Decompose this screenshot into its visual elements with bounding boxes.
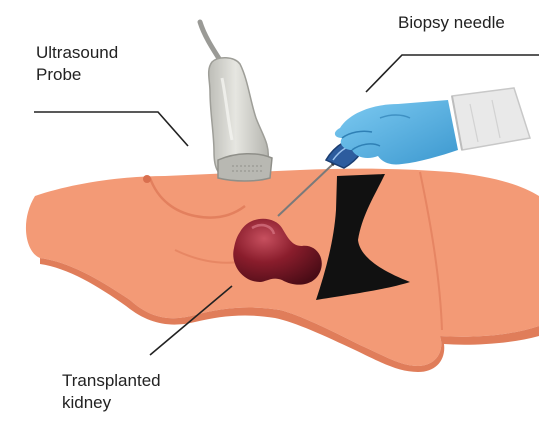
probe-label-line2: Probe bbox=[36, 64, 118, 86]
biopsy-needle-label: Biopsy needle bbox=[398, 12, 505, 34]
kidney-label-line2: kidney bbox=[62, 392, 161, 414]
transplanted-kidney-label: Transplanted kidney bbox=[62, 370, 161, 414]
ultrasound-probe-icon bbox=[200, 22, 272, 181]
ultrasound-probe-label: Ultrasound Probe bbox=[36, 42, 118, 86]
kidney-label-line1: Transplanted bbox=[62, 370, 161, 392]
gloved-hand-icon bbox=[335, 88, 530, 165]
navel bbox=[143, 175, 151, 183]
needle-leader-line bbox=[366, 55, 539, 92]
sleeve bbox=[452, 88, 530, 150]
probe-leader-line bbox=[34, 112, 188, 146]
probe-label-line1: Ultrasound bbox=[36, 42, 118, 64]
probe-head bbox=[218, 154, 272, 181]
